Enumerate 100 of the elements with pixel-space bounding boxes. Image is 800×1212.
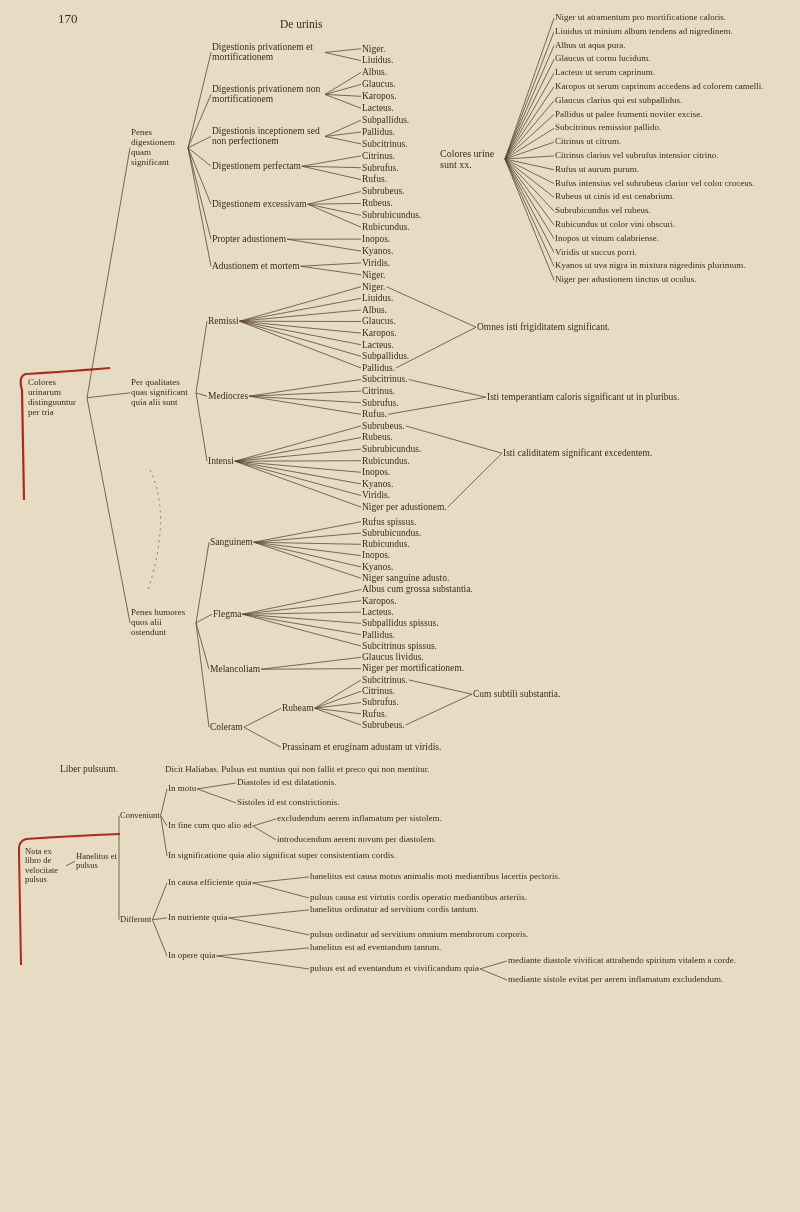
connector-line [300,262,362,267]
connector-line [248,379,362,397]
color-description: Subrubicundus vel rubeus. [555,206,651,217]
branch-label: Per qualitates quas significant quia alii sunt [131,378,195,408]
note-text: Isti temperantiam caloris significant ut in pluribus. [487,392,680,403]
color-term: Prassinam et eruginam adustam ut viridis. [282,742,442,753]
color-description: Rufus ut aurum purum. [555,164,639,175]
color-term: Liuidus. [362,293,394,304]
connector-line [195,541,210,624]
connector-line [405,693,473,726]
section-heading: Liber pulsuum. [60,764,119,775]
color-description: Pallidus ut palee frumenti noviter excise. [555,109,703,120]
color-term: Albus. [362,304,388,316]
branch-label: Mediocres [208,391,249,402]
color-term: Karopos. [362,327,397,339]
connector-line [195,392,208,397]
connector-line [252,882,310,899]
branch-label: In opere quia [168,951,216,961]
page-number: 170 [58,12,78,27]
statement-text: Diastoles id est dilatationis. [237,778,337,788]
color-term: Inopos. [362,233,391,245]
connector-line [234,460,362,508]
color-description: Karopos ut serum caprinum accedens ad colorem camelli. [555,82,764,92]
branch-label: Remissi [208,316,239,327]
connector-line [228,917,310,936]
branch-label: Sanguinem [210,537,253,548]
connector-line [408,379,487,398]
branch-label: In causa efficiente quia [168,878,252,888]
connector-line [86,397,131,624]
branch-label: Penes humores quos alii ostendunt [131,608,195,638]
color-description: Niger ut atramentum pro mortificatione caloris. [555,13,726,23]
color-description: Inopos ut vinum calabriense. [555,233,659,244]
color-term: Subcitrinus. [362,374,408,385]
connector-line [196,782,237,790]
color-term: Subrubeus. [362,719,405,731]
color-term: Subrubicundus. [362,527,422,539]
connector-line [504,158,555,198]
branch-label: Digestionem perfectam [212,161,301,172]
connector-line [216,955,310,970]
color-term: Subpallidus spissus. [362,618,439,629]
connector-line [504,141,555,160]
color-term: Rufus. [362,708,388,720]
color-term: Viridis. [362,257,391,269]
branch-label: In nutriente quia [168,913,228,923]
connector-line [324,136,362,145]
connector-line [307,203,362,216]
connector-line [479,960,508,970]
root-heading: Nota ex libro de velocitate pulsus [25,847,65,885]
branch-label: Adustionem et mortem [212,261,300,272]
connector-line [314,707,362,715]
branch-label: Coleram [210,722,243,733]
color-description: Citrinus ut citrum. [555,137,622,148]
statement-text: introducendum aerem novum per diastolem. [277,835,437,845]
color-term: Subrubeus. [362,186,405,197]
connector-line [504,100,555,160]
connector-line [242,600,362,615]
color-term: Glaucus. [362,79,396,90]
color-term: Lacteus. [362,103,394,114]
connector-line [301,155,362,167]
connector-line [307,191,362,205]
color-term: Rubeus. [362,432,393,443]
color-term: Albus cum grossa substantia. [362,584,473,595]
color-term: Inopos. [362,550,391,561]
connector-line [187,147,212,267]
connector-line [324,84,362,95]
color-description: Rubeus ut cinis id est cenabrium. [555,192,675,203]
branch-label: Digestionis inceptionem sed non perfectionem [212,126,324,147]
color-term: Rubicundus. [362,222,410,233]
color-description: Glaucus clarius qui est subpallidus. [555,95,683,106]
connector-line [118,860,120,921]
color-term: Liuidus. [362,55,394,66]
statement-text: pulsus ordinatur ad servitium omnium membrorum corporis. [310,930,529,940]
color-term: Rubeus. [362,198,393,209]
connector-line [386,286,477,328]
color-term: Pallidus. [362,629,395,640]
color-term: Karopos. [362,91,397,102]
branch-label: Digestionis privationem et mortificationem [212,42,324,63]
color-term: Niger per mortificationem. [362,663,465,674]
branch-label: In motu [168,784,197,794]
connector-line [252,818,277,827]
color-term: Subrubeus. [362,420,405,432]
connector-line [195,613,213,624]
connector-line [408,679,473,695]
statement-text: Sistoles id est constrictionis. [237,798,340,808]
connector-line [243,726,282,748]
color-description: Subcitrinus remissior pallido. [555,123,662,134]
color-description: Niger per adustionem tinctus ut oculus. [555,275,697,286]
connector-line [239,320,362,369]
connector-line [504,158,555,171]
color-term: Rufus. [362,174,388,185]
root-heading: Colores urine sunt xx. [440,148,504,170]
branch-label: Rubeam [282,703,314,714]
connector-line [504,155,555,160]
color-term: Kyanos. [362,478,394,490]
color-description: Lacteus ut serum caprinum. [555,68,655,79]
statement-text: excludendum aerem inflamatum per sistolem. [277,814,442,824]
connector-line [324,72,362,95]
branch-label: Melancoliam [210,664,261,675]
note-text: Cum subtili substantia. [473,689,561,700]
connector-line [152,917,168,921]
